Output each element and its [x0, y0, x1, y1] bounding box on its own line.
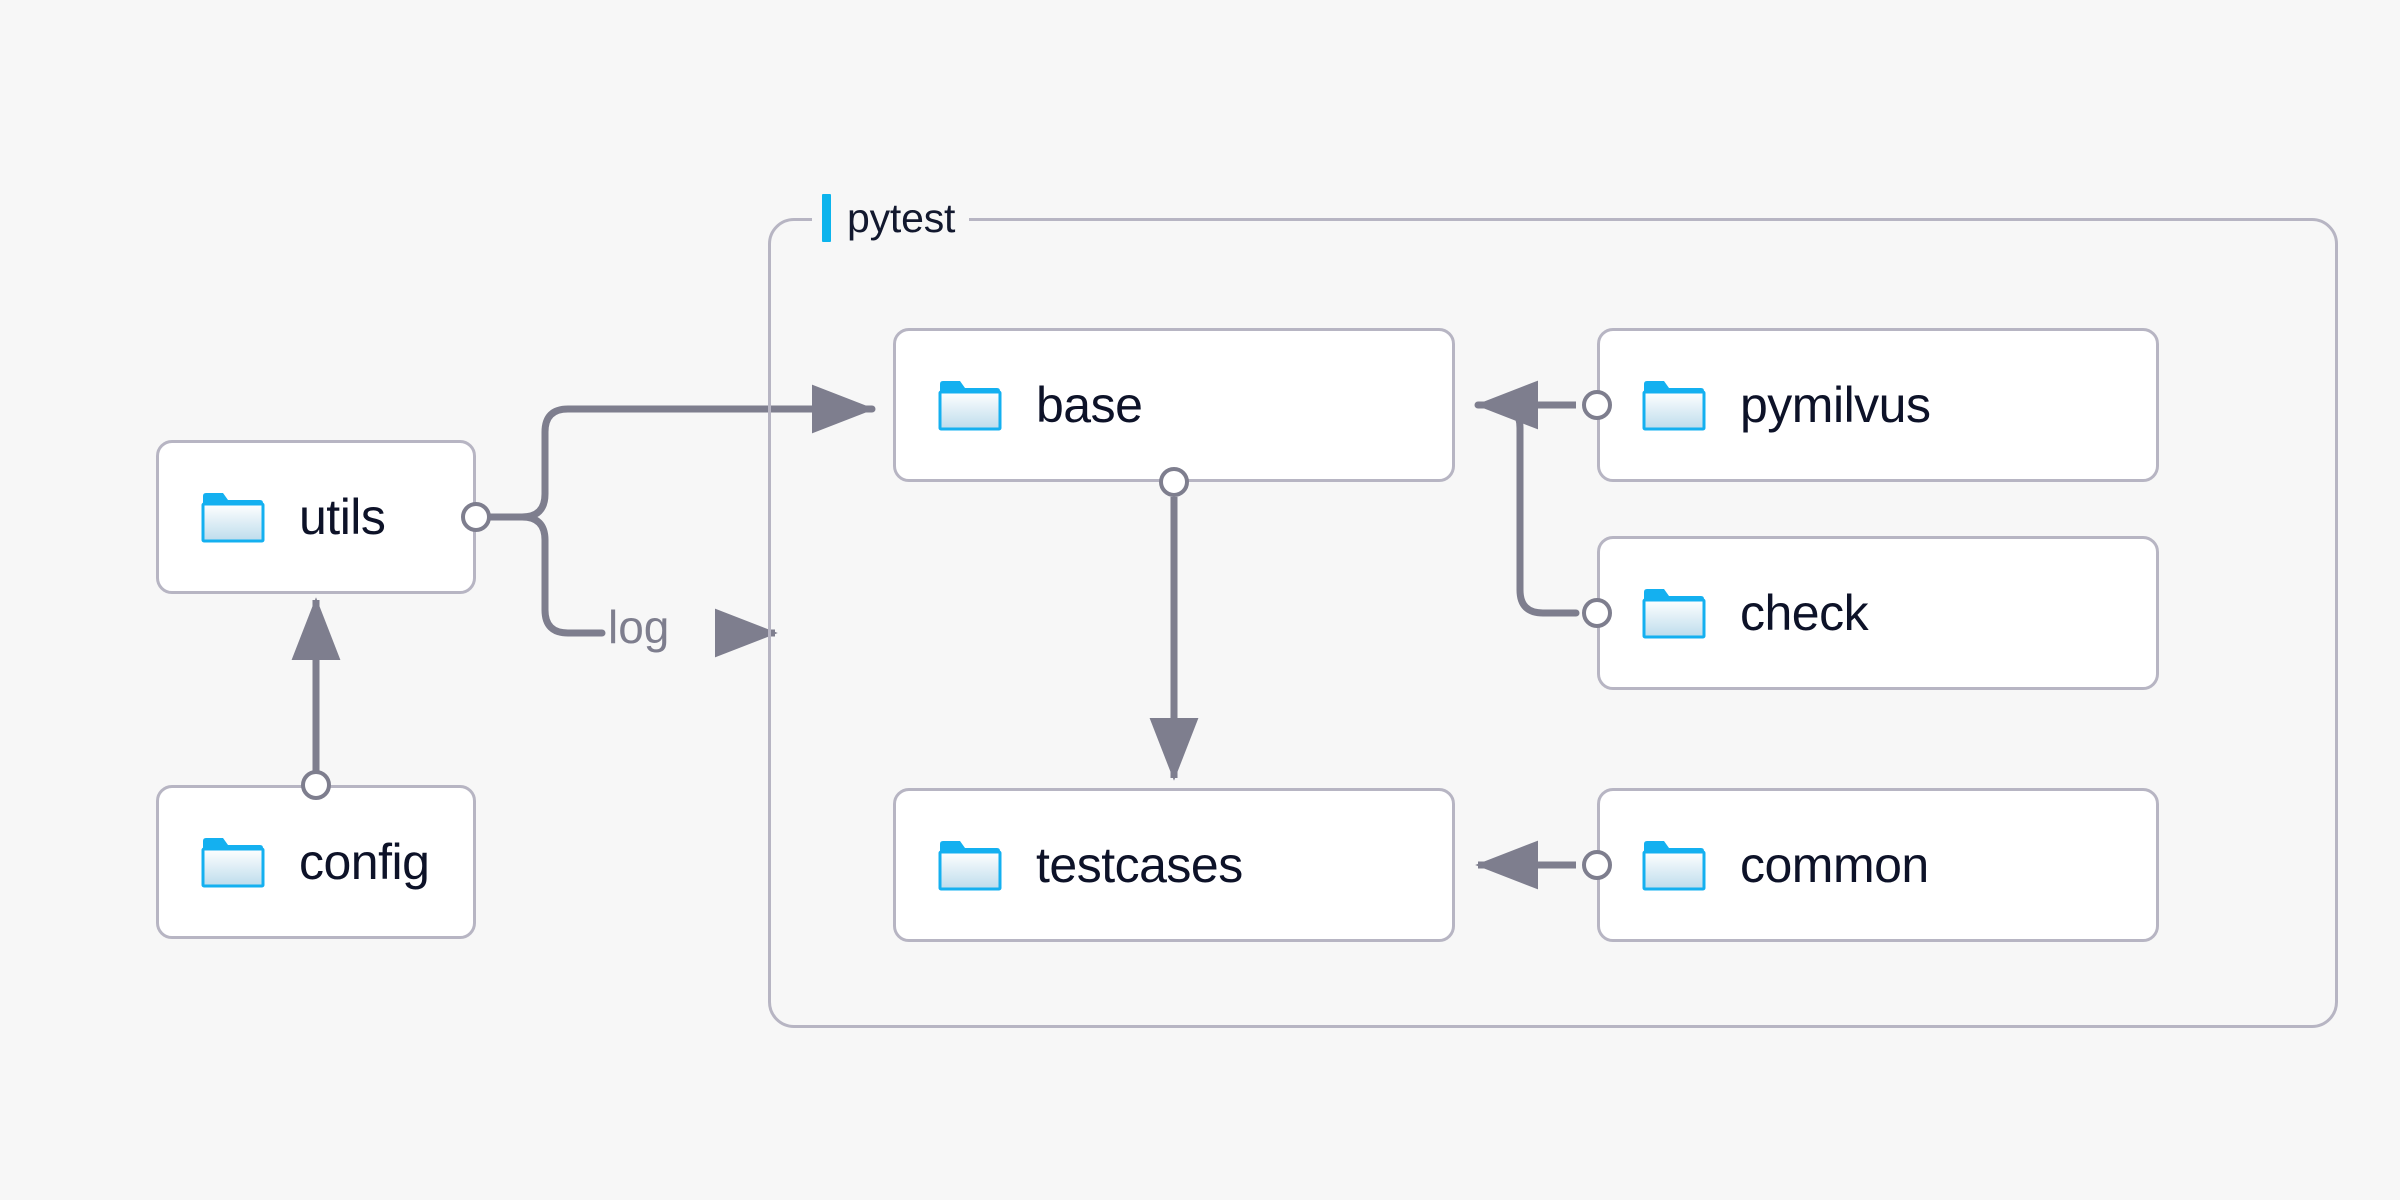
node-base[interactable]: base — [893, 328, 1455, 482]
port-base-bottom[interactable] — [1159, 467, 1189, 497]
group-accent-bar — [822, 194, 831, 242]
node-label: config — [299, 834, 430, 890]
node-utils[interactable]: utils — [156, 440, 476, 594]
folder-icon — [1642, 379, 1706, 431]
node-label: common — [1740, 837, 1929, 893]
node-common[interactable]: common — [1597, 788, 2159, 942]
node-label: pymilvus — [1740, 377, 1931, 433]
port-common-left[interactable] — [1582, 850, 1612, 880]
node-pymilvus[interactable]: pymilvus — [1597, 328, 2159, 482]
node-config[interactable]: config — [156, 785, 476, 939]
pytest-group-header: pytest — [812, 190, 970, 246]
port-utils-right[interactable] — [461, 502, 491, 532]
pytest-group-container — [768, 218, 2338, 1028]
folder-icon — [1642, 839, 1706, 891]
folder-icon — [201, 491, 265, 543]
folder-icon — [201, 836, 265, 888]
port-check-left[interactable] — [1582, 598, 1612, 628]
node-label: testcases — [1036, 837, 1243, 893]
node-label: base — [1036, 377, 1143, 433]
node-check[interactable]: check — [1597, 536, 2159, 690]
pytest-group-label: pytest — [847, 194, 956, 241]
edge-label-log: log — [608, 601, 670, 653]
folder-icon — [1642, 587, 1706, 639]
node-label: utils — [299, 489, 386, 545]
folder-icon — [938, 839, 1002, 891]
folder-icon — [938, 379, 1002, 431]
port-pymilvus-left[interactable] — [1582, 390, 1612, 420]
node-testcases[interactable]: testcases — [893, 788, 1455, 942]
port-config-top[interactable] — [301, 770, 331, 800]
node-label: check — [1740, 585, 1869, 641]
